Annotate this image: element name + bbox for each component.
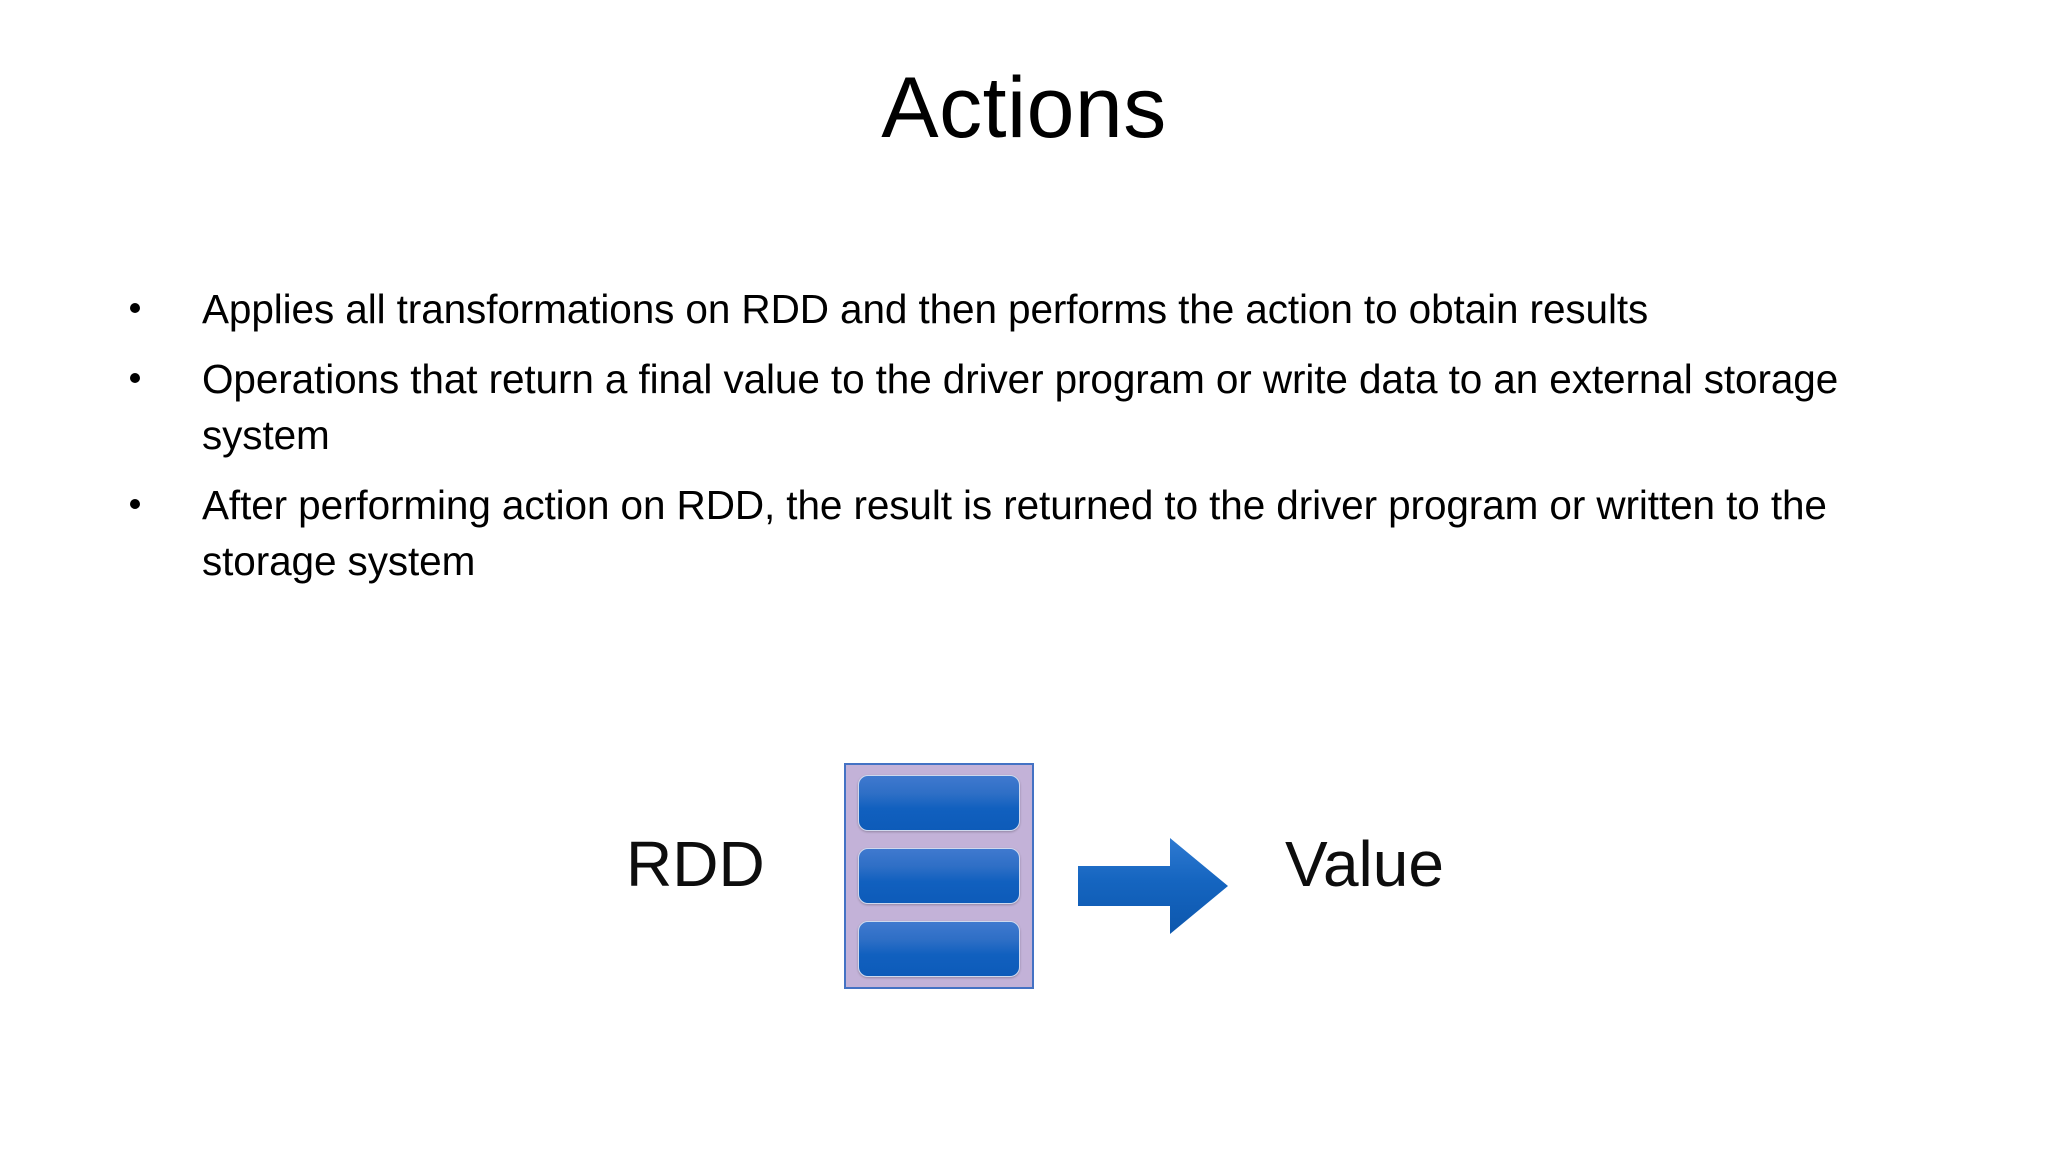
rdd-partition-block bbox=[858, 921, 1020, 977]
rdd-action-diagram: RDD Value bbox=[600, 740, 1500, 1010]
list-item: After performing action on RDD, the resu… bbox=[118, 478, 1958, 590]
bullet-dot-icon bbox=[130, 372, 140, 383]
diagram-result-label: Value bbox=[1285, 828, 1444, 900]
rdd-partition-block bbox=[858, 775, 1020, 831]
bullet-text: Applies all transformations on RDD and t… bbox=[202, 286, 1649, 332]
rdd-partition-block bbox=[858, 848, 1020, 904]
page-title: Actions bbox=[881, 60, 1167, 156]
right-arrow-icon bbox=[1078, 836, 1228, 936]
bullet-list: Applies all transformations on RDD and t… bbox=[118, 282, 1958, 589]
bullet-text: Operations that return a final value to … bbox=[202, 355, 1839, 458]
bullet-dot-icon bbox=[130, 303, 140, 314]
bullet-dot-icon bbox=[130, 498, 140, 509]
rdd-partition-container bbox=[844, 763, 1034, 989]
diagram-source-label: RDD bbox=[626, 828, 765, 900]
list-item: Applies all transformations on RDD and t… bbox=[118, 282, 1958, 338]
list-item: Operations that return a final value to … bbox=[118, 352, 1958, 464]
bullet-text: After performing action on RDD, the resu… bbox=[202, 481, 1827, 584]
